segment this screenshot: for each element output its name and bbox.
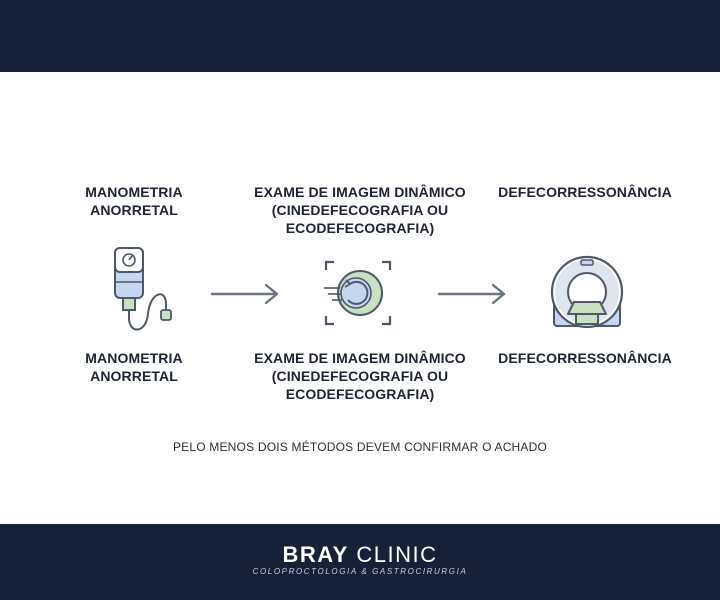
top-label-defeco: DEFECORRESSONÂNCIA — [498, 184, 672, 200]
manometry-device-icon — [114, 247, 172, 331]
brand-name-light: CLINIC — [348, 542, 438, 567]
arrow-right-icon-1 — [210, 283, 279, 305]
bottom-label-manometria: MANOMETRIA ANORRETAL — [85, 350, 183, 384]
brand-name-bold: BRAY — [282, 542, 349, 567]
arrow-right-icon-2 — [437, 283, 506, 305]
top-label-manometria: MANOMETRIA ANORRETAL — [85, 184, 183, 218]
confirmation-note: PELO MENOS DOIS MÉTODOS DEVEM CONFIRMAR … — [172, 440, 548, 454]
brand-tagline: COLOPROCTOLOGIA & GASTROCIRURGIA — [252, 567, 468, 576]
dynamic-imaging-icon — [324, 260, 392, 326]
bottom-label-exame: EXAME DE IMAGEM DINÂMICO (CINEDEFECOGRAF… — [254, 350, 466, 402]
mri-scanner-icon — [550, 255, 624, 329]
top-label-exame: EXAME DE IMAGEM DINÂMICO (CINEDEFECOGRAF… — [254, 184, 466, 236]
footer-bar — [0, 524, 720, 600]
brand-logo: BRAY CLINIC — [0, 542, 720, 568]
top-header-bar — [0, 0, 720, 72]
bottom-label-defeco: DEFECORRESSONÂNCIA — [498, 350, 672, 366]
